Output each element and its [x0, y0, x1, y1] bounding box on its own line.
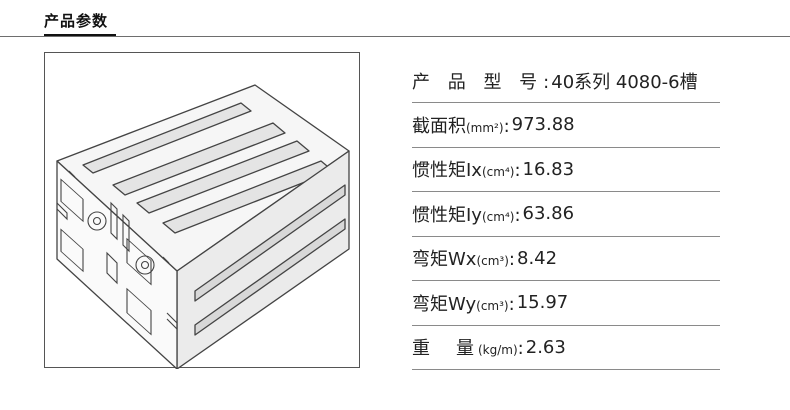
param-bending-moment-x: 弯矩Wx (cm³) : 8.42	[412, 237, 720, 281]
product-image-frame	[44, 52, 360, 369]
param-value: 40系列 4080-6槽	[551, 72, 698, 93]
param-label: 产 品 型 号	[412, 72, 544, 93]
param-label: 截面积	[412, 115, 466, 137]
product-parameters-list: 产 品 型 号 : 40系列 4080-6槽 截面积 (mm²) : 973.8…	[412, 60, 720, 370]
param-unit: (kg/m)	[478, 343, 518, 358]
param-label: 惯性矩Ix	[412, 160, 482, 182]
param-cross-section-area: 截面积 (mm²) : 973.88	[412, 103, 720, 148]
param-separator: :	[517, 338, 524, 360]
param-value: 8.42	[517, 247, 558, 269]
section-title: 产品参数	[44, 12, 109, 30]
param-weight: 重 量 (kg/m) : 2.63	[412, 326, 720, 370]
param-label: 惯性矩Iy	[412, 204, 482, 226]
param-unit: (cm⁴)	[481, 209, 515, 224]
param-separator: :	[514, 160, 521, 182]
param-separator: :	[508, 293, 515, 315]
param-label: 重 量	[412, 338, 478, 360]
param-unit: (mm²)	[466, 120, 504, 135]
param-moment-of-inertia-x: 惯性矩Ix (cm⁴) : 16.83	[412, 148, 720, 192]
param-value: 2.63	[525, 336, 566, 358]
section-title-underline	[44, 34, 116, 37]
param-bending-moment-y: 弯矩Wy (cm³) : 15.97	[412, 281, 720, 326]
param-value: 63.86	[522, 203, 575, 225]
param-unit: (cm³)	[476, 298, 509, 313]
param-moment-of-inertia-y: 惯性矩Iy (cm⁴) : 63.86	[412, 192, 720, 237]
param-unit: (cm⁴)	[481, 165, 515, 180]
param-value: 15.97	[516, 292, 569, 314]
param-separator: :	[543, 72, 550, 93]
param-value: 973.88	[511, 114, 575, 136]
top-divider	[0, 36, 790, 37]
param-unit: (cm³)	[476, 254, 509, 269]
aluminum-profile-illustration	[56, 84, 350, 369]
param-label: 弯矩Wx	[412, 249, 477, 271]
param-separator: :	[514, 204, 521, 226]
param-model: 产 品 型 号 : 40系列 4080-6槽	[412, 60, 720, 103]
param-separator: :	[503, 115, 510, 137]
param-label: 弯矩Wy	[412, 293, 477, 315]
param-separator: :	[508, 249, 515, 271]
param-value: 16.83	[522, 158, 575, 180]
